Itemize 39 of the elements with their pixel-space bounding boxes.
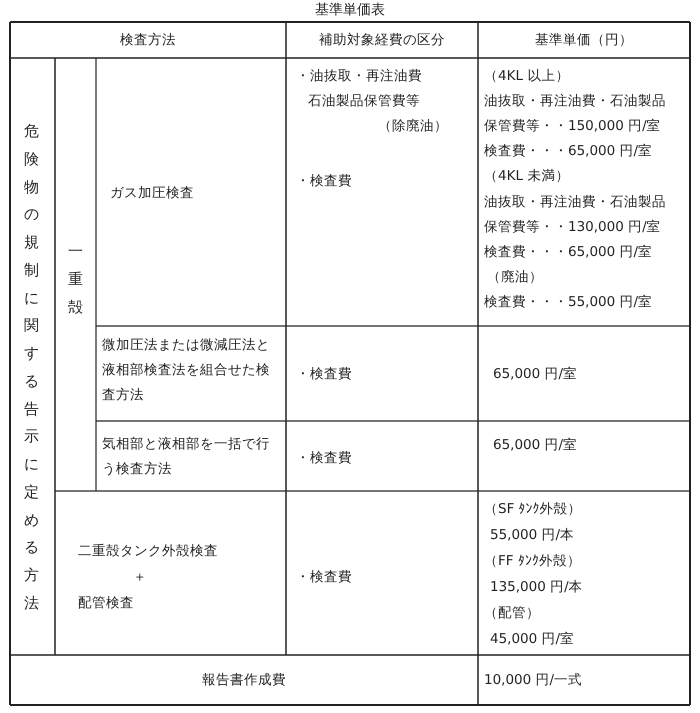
cell-text: 二重殻タンク外殻検査 — [78, 542, 218, 560]
cell-text: ・検査費 — [296, 172, 352, 190]
cell-text: ・検査費 — [296, 365, 352, 383]
cell-text: 10,000 円/一式 — [484, 671, 582, 689]
header-cell-text: 補助対象経費の区分 — [318, 31, 446, 49]
table-title: 基準単価表 — [314, 1, 386, 19]
vertical-cell-text: 一重殻 — [68, 241, 83, 318]
cell-text: 保管費等・・150,000 円/室 — [484, 117, 661, 135]
cell-text: 報告書作成費 — [201, 671, 287, 689]
cell-text: 油抜取・再注油費・石油製品 — [484, 92, 666, 110]
cell-text: （4KL 未満） — [484, 167, 570, 185]
header-cell-text: 基準単価（円） — [534, 31, 634, 49]
header-cell-text: 検査方法 — [119, 31, 177, 49]
cell-text: （FF ﾀﾝｸ外殻） — [484, 552, 581, 570]
cell-text: 45,000 円/室 — [490, 630, 574, 648]
cell-text: 検査費・・・55,000 円/室 — [484, 293, 652, 311]
cell-text: ・検査費 — [296, 568, 352, 586]
cell-text: 65,000 円/室 — [493, 365, 578, 383]
cell-text: 65,000 円/室 — [493, 436, 578, 454]
vertical-cell-text: 危険物の規制に関する告示に定める方法 — [24, 121, 39, 614]
cell-text: 気相部と液相部を一括で行う検査方法 — [102, 435, 271, 479]
cell-text: 検査費・・・65,000 円/室 — [484, 142, 652, 160]
cell-text: 配管検査 — [78, 594, 134, 612]
cell-text: 微加圧法または微減圧法と液相部検査法を組合せた検査方法 — [102, 336, 271, 405]
cell-text: 保管費等・・130,000 円/室 — [484, 218, 661, 236]
cell-text: （廃油） — [487, 268, 543, 286]
cell-text: 石油製品保管費等 — [308, 92, 420, 110]
cell-text: 135,000 円/本 — [490, 578, 583, 596]
cell-text: 検査費・・・65,000 円/室 — [484, 243, 652, 261]
cell-text: （除廃油） — [378, 117, 448, 135]
cell-text: 55,000 円/本 — [490, 526, 574, 544]
cell-text: （4KL 以上） — [484, 67, 570, 85]
cell-text: ・油抜取・再注油費 — [296, 67, 422, 85]
cell-text: ・検査費 — [296, 449, 352, 467]
cell-text: （SF ﾀﾝｸ外殻） — [484, 500, 582, 518]
cell-text: ガス加圧検査 — [110, 184, 194, 202]
cell-text: （配管） — [484, 604, 540, 622]
cell-text: 油抜取・再注油費・石油製品 — [484, 193, 666, 211]
cell-text: ＋ — [133, 568, 147, 586]
